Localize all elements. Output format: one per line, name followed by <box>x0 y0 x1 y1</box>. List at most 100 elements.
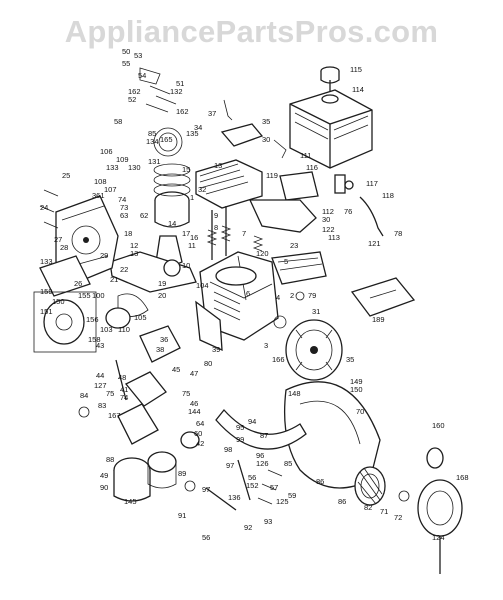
part-label-75: 75 <box>106 389 114 398</box>
part-label-9: 9 <box>214 211 218 220</box>
part-label-35: 35 <box>262 117 270 126</box>
part-label-133: 133 <box>40 257 53 266</box>
part-label-10: 10 <box>182 261 190 270</box>
part-label-85: 85 <box>148 129 156 138</box>
part-label-116: 116 <box>306 163 318 172</box>
part-label-25: 25 <box>62 171 70 180</box>
part-label-15: 15 <box>182 165 190 174</box>
part-label-85: 85 <box>284 459 292 468</box>
part-label-130: 130 <box>128 163 141 172</box>
valves <box>206 206 264 260</box>
part-label-34: 34 <box>194 123 202 132</box>
part-label-57: 57 <box>270 483 278 492</box>
part-label-127: 127 <box>94 381 107 390</box>
part-label-83: 83 <box>98 401 106 410</box>
part-label-97: 97 <box>202 485 210 494</box>
part-label-23: 23 <box>290 241 298 250</box>
part-label-11: 11 <box>188 241 196 250</box>
part-label-26: 26 <box>74 279 82 288</box>
part-label-49: 49 <box>100 471 108 480</box>
part-label-53: 53 <box>134 51 142 60</box>
part-label-112: 112 <box>322 207 334 216</box>
crankshaft <box>109 235 197 293</box>
part-label-167: 167 <box>108 411 121 420</box>
part-label-86: 86 <box>338 497 346 506</box>
part-label-97: 97 <box>226 461 234 470</box>
part-label-122: 122 <box>322 225 335 234</box>
part-label-13: 13 <box>214 161 222 170</box>
part-label-19: 19 <box>158 279 166 288</box>
part-label-149: 149 <box>350 377 363 386</box>
part-label-31: 31 <box>312 307 320 316</box>
part-label-134: 134 <box>146 137 159 146</box>
part-label-150: 150 <box>52 297 65 306</box>
part-label-30: 30 <box>262 135 270 144</box>
part-label-80: 80 <box>204 359 212 368</box>
cylinder-head <box>195 123 264 209</box>
part-label-42: 42 <box>196 439 204 448</box>
part-label-41: 41 <box>120 385 128 394</box>
part-label-125: 125 <box>276 497 289 506</box>
manual-booklet <box>350 277 416 317</box>
part-label-114: 114 <box>352 85 364 94</box>
part-label-106: 106 <box>100 147 113 156</box>
part-label-108: 108 <box>94 177 107 186</box>
part-label-94: 94 <box>248 417 256 426</box>
part-label-109: 109 <box>116 155 129 164</box>
part-label-30: 30 <box>322 215 330 224</box>
part-label-84: 84 <box>80 391 88 400</box>
part-label-38: 38 <box>156 345 164 354</box>
part-label-98: 98 <box>224 445 232 454</box>
part-label-29: 29 <box>100 251 108 260</box>
baffle <box>215 408 307 450</box>
part-label-99: 99 <box>236 435 244 444</box>
part-label-16: 16 <box>190 233 198 242</box>
part-label-100: 100 <box>92 291 105 300</box>
part-label-75: 75 <box>182 389 190 398</box>
part-label-105: 105 <box>134 313 147 322</box>
part-label-60: 60 <box>194 429 202 438</box>
ignition-module-box <box>33 291 97 353</box>
part-label-76: 76 <box>344 207 352 216</box>
watermark-text: AppliancePartsPros.com <box>64 14 439 49</box>
part-label-74: 74 <box>120 393 128 402</box>
part-label-86: 86 <box>316 477 324 486</box>
part-label-82: 82 <box>364 503 372 512</box>
part-label-54: 54 <box>138 71 146 80</box>
part-label-37: 37 <box>208 109 216 118</box>
part-label-73: 73 <box>120 203 128 212</box>
part-label-55: 55 <box>122 59 130 68</box>
part-label-168: 168 <box>456 473 469 482</box>
part-label-160: 160 <box>432 421 445 430</box>
part-label-21: 21 <box>110 275 118 284</box>
part-label-4: 4 <box>276 293 280 302</box>
part-label-144: 144 <box>188 407 201 416</box>
part-label-104: 104 <box>196 281 209 290</box>
part-label-46: 46 <box>190 399 198 408</box>
part-label-96: 96 <box>256 451 264 460</box>
part-label-165: 165 <box>160 135 173 144</box>
part-label-136: 136 <box>228 493 241 502</box>
part-label-118: 118 <box>382 191 394 200</box>
part-label-79: 79 <box>308 291 316 300</box>
part-label-93: 93 <box>264 517 272 526</box>
flywheel <box>285 319 343 381</box>
part-label-51: 51 <box>176 79 184 88</box>
part-label-120: 120 <box>256 249 269 258</box>
part-label-124: 124 <box>432 533 445 542</box>
part-label-89: 89 <box>178 469 186 478</box>
cylinder-block <box>195 251 279 352</box>
part-label-45: 45 <box>172 365 180 374</box>
part-label-361: 361 <box>92 191 105 200</box>
piston <box>153 163 191 228</box>
part-label-58: 58 <box>114 117 122 126</box>
part-label-131: 131 <box>148 157 161 166</box>
part-label-121: 121 <box>368 239 381 248</box>
brackets <box>248 171 327 285</box>
part-label-145: 145 <box>124 497 137 506</box>
hardware <box>39 67 410 511</box>
part-label-18: 18 <box>124 229 132 238</box>
part-label-103: 103 <box>100 325 113 334</box>
part-label-50: 50 <box>122 47 130 56</box>
